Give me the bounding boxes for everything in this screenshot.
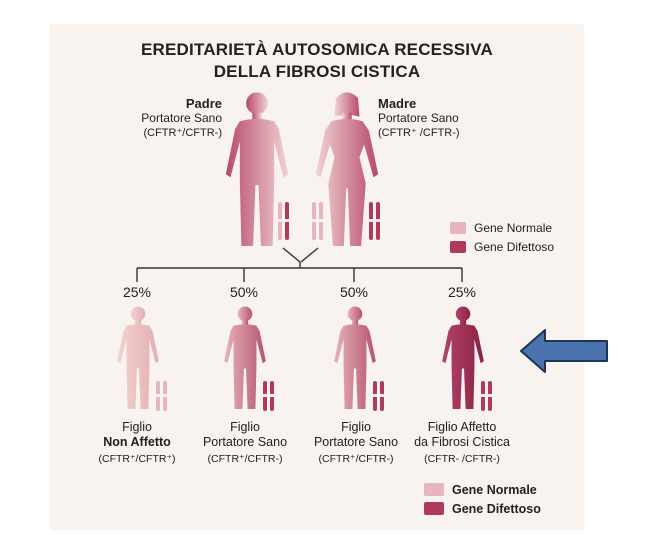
father-name: Padre (185, 96, 222, 111)
child-2-line2: Portatore Sano (202, 435, 288, 449)
child-1-chromosomes (154, 381, 169, 411)
mother-status: Portatore Sano (378, 111, 459, 125)
child-3-line1: Figlio (341, 420, 371, 434)
title-line-2: DELLA FIBROSI CISTICA (213, 62, 421, 81)
normal-gene-swatch-lower (424, 483, 444, 496)
child-3-percent: 50% (339, 284, 369, 300)
child-1-label: Figlio Non Affetto (CFTR⁺/CFTR⁺) (77, 420, 197, 467)
mother-figure (315, 92, 379, 246)
title-line-1: EREDITARIETÀ AUTOSOMICA RECESSIVA (141, 40, 493, 59)
child-3-label: Figlio Portatore Sano (CFTR⁺/CFTR-) (296, 420, 416, 467)
child-1-line2: Non Affetto (103, 435, 171, 449)
legend-defective-label: Gene Difettoso (474, 239, 555, 254)
legend-normal-label-lower: Gene Normale (452, 482, 537, 497)
child-4-chromosomes (479, 381, 494, 411)
child-1-line1: Figlio (122, 420, 152, 434)
child-4-percent: 25% (447, 284, 477, 300)
child-2-line1: Figlio (230, 420, 260, 434)
legend-normal-label: Gene Normale (474, 220, 553, 235)
child-2-label: Figlio Portatore Sano (CFTR⁺/CFTR-) (185, 420, 305, 467)
father-label: Padre Portatore Sano (CFTR⁺/CFTR-) (120, 96, 222, 141)
mother-chromosomes-left (310, 202, 325, 240)
father-chromosomes (276, 202, 291, 240)
child-4-figure (442, 306, 484, 409)
mother-name: Madre (378, 96, 417, 111)
child-3-figure (334, 306, 376, 409)
father-status: Portatore Sano (141, 111, 222, 125)
mother-genotype: (CFTR⁺ /CFTR-) (378, 127, 460, 139)
child-2-percent: 50% (229, 284, 259, 300)
defective-gene-swatch-lower (424, 502, 444, 515)
child-4-line2: da Fibrosi Cistica (414, 435, 510, 449)
legend-lower: Gene Normale Gene Difettoso (424, 480, 541, 518)
mother-chromosomes-right (367, 202, 382, 240)
child-3-line2: Portatore Sano (313, 435, 399, 449)
child-3-chromosomes (371, 381, 386, 411)
arrow-left-icon (520, 329, 608, 373)
child-4-line1: Figlio Affetto (427, 420, 497, 434)
legend-upper: Gene Normale Gene Difettoso (450, 218, 554, 256)
child-2-chromosomes (261, 381, 276, 411)
child-4-label: Figlio Affetto da Fibrosi Cistica (CFTR-… (402, 420, 522, 467)
child-2-genotype: (CFTR⁺/CFTR-) (207, 453, 283, 465)
father-genotype: (CFTR⁺/CFTR-) (143, 127, 222, 139)
pedigree-lines (136, 247, 463, 282)
diagram-panel (50, 24, 584, 530)
child-1-genotype: (CFTR⁺/CFTR⁺) (98, 453, 176, 465)
child-1-figure (117, 306, 159, 409)
child-1-percent: 25% (122, 284, 152, 300)
child-4-genotype: (CFTR- /CFTR-) (424, 453, 500, 465)
defective-gene-swatch (450, 240, 466, 253)
legend-defective-label-lower: Gene Difettoso (452, 501, 541, 516)
normal-gene-swatch (450, 221, 466, 234)
child-2-figure (224, 306, 266, 409)
child-3-genotype: (CFTR⁺/CFTR-) (318, 453, 394, 465)
mother-label: Madre Portatore Sano (CFTR⁺ /CFTR-) (378, 96, 488, 141)
